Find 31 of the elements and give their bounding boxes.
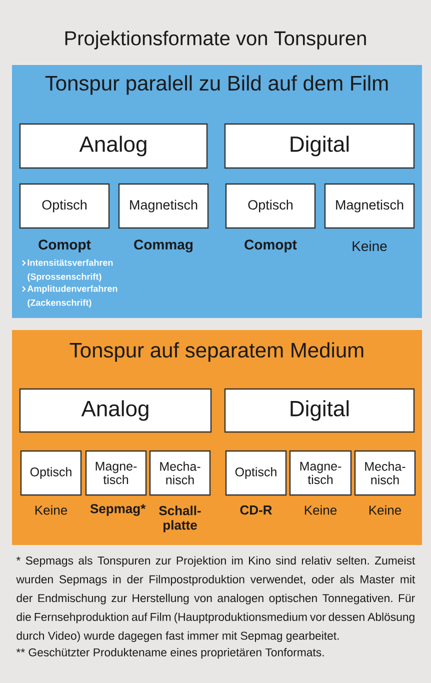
type-box: Optisch [225,450,287,496]
type-box: Magnetisch [118,183,209,229]
panel-heading: Tonspur paralell zu Bild auf dem Film [45,75,388,95]
type-box: Mecha- nisch [149,450,211,496]
format-label: Keine [369,505,402,515]
format-label: Keine [304,505,337,515]
format-label: Comopt [38,240,91,252]
format-label: Keine [35,505,68,515]
type-box: Magne- tisch [289,450,352,496]
format-label: CD-R [240,505,272,515]
format-label: Keine [352,240,387,252]
type-box: Analog [19,123,208,169]
type-box: Digital [224,388,415,433]
type-box: Magnetisch [324,183,415,229]
diagram-title: Projektionsformate von Tonspuren [65,30,366,50]
note-text: Intensitätsverfahren (Sprossenschrift) [28,259,113,282]
type-box: Optisch [225,183,316,229]
type-box: Mecha- nisch [354,450,416,496]
format-label: Commag [134,240,192,252]
panel-heading: Tonspur auf separatem Medium [70,342,364,362]
note-text: Amplitudenverfahren (Zackenschrift) [27,285,118,308]
type-box: Magne- tisch [85,450,147,496]
format-label: Schall- platte [159,506,201,532]
type-box: Analog [19,388,212,433]
format-label: Sepmag* [90,504,146,516]
type-box: Digital [224,123,415,169]
type-box: Optisch [19,183,110,229]
format-label: Comopt [244,240,297,252]
footnote: * Sepmags als Tonspuren zur Projektion im Kino sind relativ selten. Zumeist wurden Sepmags in der Filmpostproduktion verwendet, oder als Master mit der Endmischung zur Herstellung von analogen optischen Tonnegativen. Für die Fernsehproduktion auf Film (Hauptproduktionsmedium vor dessen Ablösung durch Video) wurde dagegen fast immer mit Sepmag gearbeitet. [16,556,416,642]
type-box: Optisch [20,450,82,496]
footnote: ** Geschützter Produktename eines proprietären Tonformats. [16,648,324,659]
